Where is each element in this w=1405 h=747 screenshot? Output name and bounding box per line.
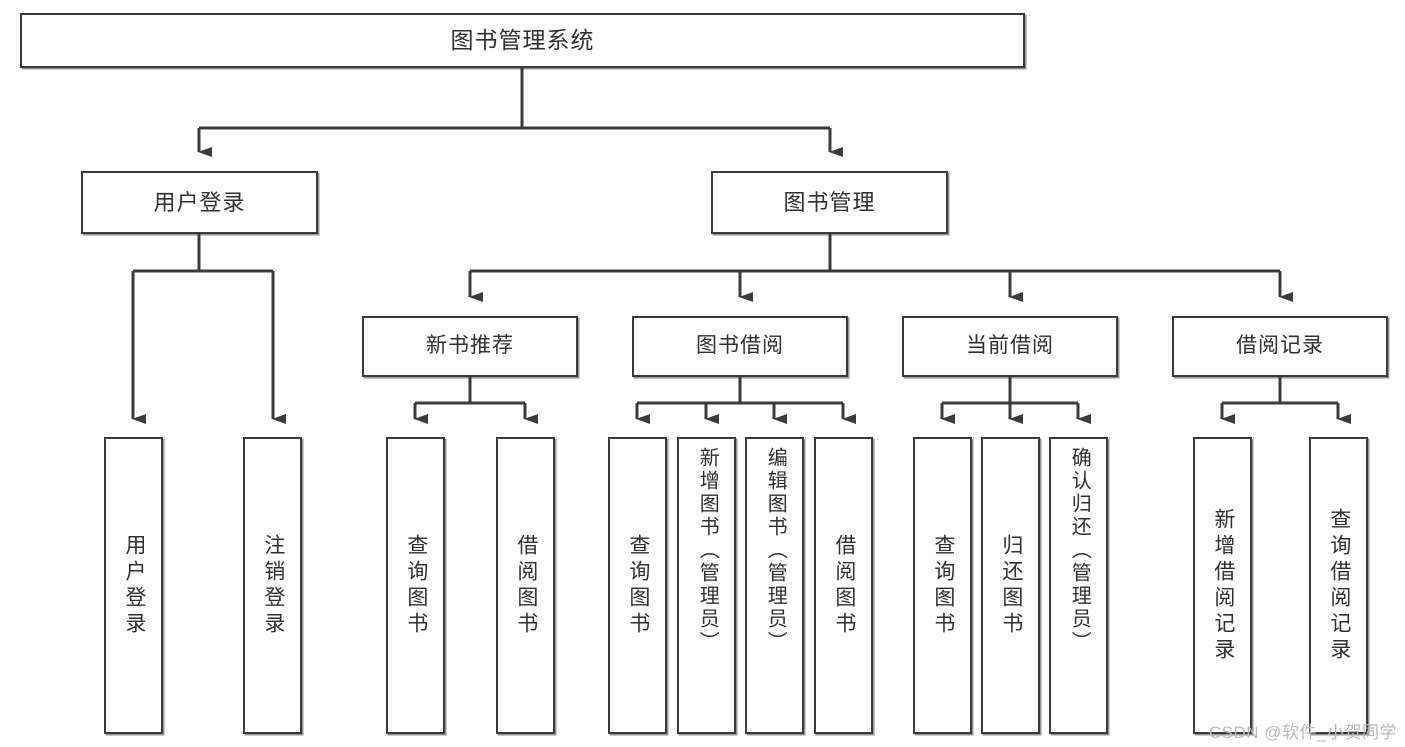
node-label: 借阅记录	[1236, 334, 1324, 358]
leaf-confirm-return[interactable]: 确认归还（管理员）	[1049, 437, 1108, 734]
leaf-query-book-1[interactable]: 查询图书	[386, 437, 445, 734]
node-label: 新书推荐	[426, 334, 514, 358]
leaf-borrow-book-2[interactable]: 借阅图书	[814, 437, 873, 734]
node-label: 图书管理	[783, 189, 876, 215]
node-label: 借阅图书	[832, 533, 856, 638]
leaf-add-book[interactable]: 新增图书（管理员）	[677, 437, 736, 734]
node-label: 图书借阅	[696, 334, 784, 358]
node-label: 确认归还（管理员）	[1068, 447, 1091, 654]
node-root-system[interactable]: 图书管理系统	[20, 13, 1025, 68]
node-label: 查询图书	[931, 533, 955, 638]
node-label: 新增借阅记录	[1211, 507, 1235, 664]
node-borrow-record[interactable]: 借阅记录	[1172, 316, 1388, 377]
leaf-query-record[interactable]: 查询借阅记录	[1309, 437, 1368, 734]
leaf-borrow-book-1[interactable]: 借阅图书	[496, 437, 555, 734]
node-label: 注销登录	[261, 533, 285, 638]
node-label: 用户登录	[122, 533, 146, 638]
node-label: 当前借阅	[966, 334, 1054, 358]
leaf-logout[interactable]: 注销登录	[243, 437, 302, 734]
node-label: 归还图书	[999, 533, 1023, 638]
node-label: 查询图书	[404, 533, 428, 638]
node-book-borrow[interactable]: 图书借阅	[632, 316, 848, 377]
node-label: 借阅图书	[514, 533, 538, 638]
node-label: 用户登录	[153, 189, 246, 215]
node-label: 编辑图书（管理员）	[764, 447, 787, 654]
csdn-watermark: CSDN @软件_小贺同学	[1208, 723, 1397, 742]
node-label: 查询图书	[626, 533, 650, 638]
node-user-login[interactable]: 用户登录	[81, 171, 318, 234]
node-label: 图书管理系统	[450, 26, 595, 53]
leaf-add-record[interactable]: 新增借阅记录	[1193, 437, 1252, 734]
node-new-book-recommend[interactable]: 新书推荐	[362, 316, 578, 377]
node-label: 新增图书（管理员）	[696, 447, 719, 654]
node-current-borrow[interactable]: 当前借阅	[902, 316, 1118, 377]
leaf-return-book[interactable]: 归还图书	[981, 437, 1040, 734]
leaf-query-book-2[interactable]: 查询图书	[608, 437, 667, 734]
leaf-user-login[interactable]: 用户登录	[104, 437, 163, 734]
node-book-management[interactable]: 图书管理	[711, 171, 948, 234]
leaf-query-book-3[interactable]: 查询图书	[913, 437, 972, 734]
node-label: 查询借阅记录	[1327, 507, 1351, 664]
leaf-edit-book[interactable]: 编辑图书（管理员）	[745, 437, 804, 734]
